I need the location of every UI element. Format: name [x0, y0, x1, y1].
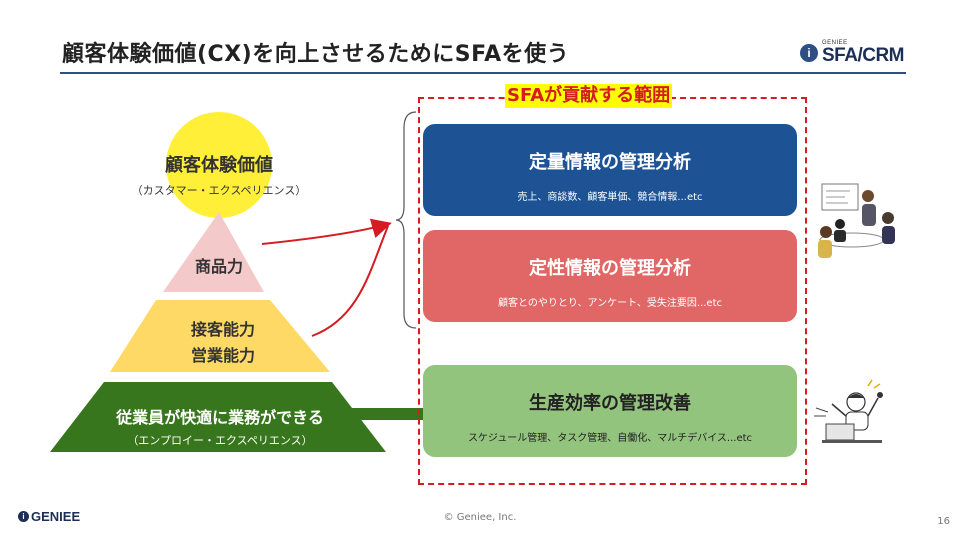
- product-arrow: [261, 218, 392, 245]
- cx-label: 顧客体験価値: [165, 155, 273, 176]
- qualitative-sub: 顧客とのやりとり、アンケート、受失注要因...etc: [497, 298, 722, 309]
- employee-tier: [50, 382, 386, 452]
- qualitative-title: 定性情報の管理分析: [529, 258, 691, 279]
- excited-worker-illustration-icon: [814, 379, 883, 443]
- sfa-crm-logo: i GENIEE SFA/CRM: [800, 40, 905, 66]
- page-number: 16: [937, 516, 950, 527]
- ex-label-group: 従業員が快適に業務ができる （エンプロイー・エクスペリエンス）: [62, 404, 378, 448]
- productivity-card: 生産効率の管理改善 スケジュール管理、タスク管理、自働化、マルチデバイス...e…: [423, 365, 797, 457]
- quantitative-sub: 売上、商談数、顧客単価、競合情報...etc: [517, 192, 703, 203]
- product-label: 商品力: [194, 257, 243, 276]
- footer-logo-text: GENIEE: [31, 509, 81, 524]
- cx-circle: [166, 112, 272, 218]
- employee-arrow-shaft: [346, 408, 424, 420]
- qualitative-card: 定性情報の管理分析 顧客とのやりとり、アンケート、受失注要因...etc: [423, 230, 797, 322]
- sfa-scope-title: SFAが貢献する範囲: [505, 84, 673, 108]
- productivity-title: 生産効率の管理改善: [529, 393, 691, 414]
- logo-product-text: SFA/CRM: [822, 45, 905, 66]
- footer-logo: i GENIEE: [18, 509, 80, 524]
- sales-skill-label: 営業能力: [190, 346, 255, 365]
- quantitative-title: 定量情報の管理分析: [529, 152, 691, 173]
- logo-brand-text: GENIEE: [822, 40, 848, 46]
- title-underline: [60, 72, 906, 74]
- cx-sublabel: （カスタマー・エクスペリエンス）: [131, 184, 307, 197]
- service-skill-label: 接客能力: [190, 320, 255, 339]
- team-meeting-illustration-icon: [818, 183, 895, 258]
- page-title: 顧客体験価値(CX)を向上させるためにSFAを使う: [62, 42, 570, 67]
- sales-label-group: 接客能力 営業能力: [150, 316, 296, 366]
- productivity-sub: スケジュール管理、タスク管理、自働化、マルチデバイス...etc: [467, 433, 753, 444]
- product-tier: [163, 212, 264, 292]
- geniee-footer-icon: i: [18, 511, 29, 522]
- quantitative-card: 定量情報の管理分析 売上、商談数、顧客単価、競合情報...etc: [423, 124, 797, 216]
- copyright: © Geniee, Inc.: [443, 512, 517, 523]
- ex-label: 従業員が快適に業務ができる: [116, 408, 324, 427]
- sales-arrow: [311, 225, 389, 337]
- sales-tier: [110, 300, 330, 372]
- ex-sublabel: （エンプロイー・エクスペリエンス）: [127, 434, 313, 447]
- cx-label-group: 顧客体験価値 （カスタマー・エクスペリエンス）: [120, 151, 318, 198]
- curly-brace: [395, 111, 417, 329]
- geniee-logo-icon: i: [800, 43, 818, 62]
